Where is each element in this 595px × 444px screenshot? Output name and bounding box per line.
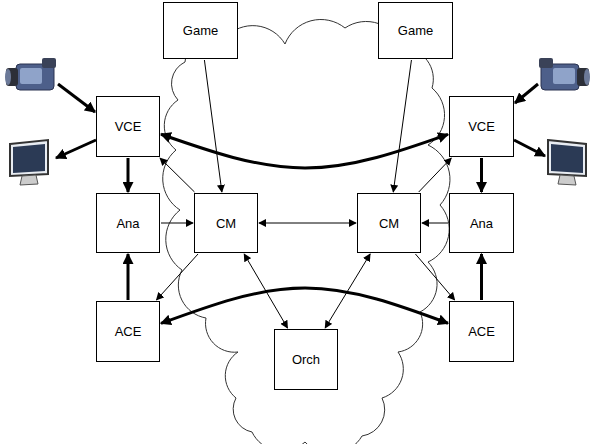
connector-arrow: [259, 223, 356, 224]
node-label: ACE: [468, 324, 495, 339]
node-label: CM: [216, 216, 236, 231]
connector-arrow: [127, 158, 130, 192]
node-label: CM: [379, 216, 399, 231]
camera-icon: [539, 58, 590, 90]
node-label: Orch: [292, 352, 320, 367]
connector-arrow: [156, 254, 198, 300]
node-label: VCE: [468, 119, 495, 134]
monitor-icon: [548, 140, 586, 185]
node-label: Game: [183, 23, 218, 38]
control-manager-box: CM: [194, 193, 258, 253]
connector-arrow: [393, 60, 411, 192]
monitor-icon: [10, 140, 48, 185]
connector-arrow: [161, 288, 448, 323]
connector-arrow: [422, 223, 448, 224]
connector-arrow: [160, 158, 195, 192]
analysis-box: Ana: [96, 193, 160, 253]
video-in-arrow: [515, 84, 538, 103]
node-label: VCE: [115, 119, 142, 134]
node-label: Ana: [116, 216, 139, 231]
game-box: Game: [378, 2, 453, 59]
node-label: Game: [398, 23, 433, 38]
video-in-arrow: [58, 84, 95, 112]
connector-arrow: [480, 158, 483, 192]
analysis-box: Ana: [449, 193, 514, 253]
video-out-arrow: [56, 140, 96, 158]
video-engine-box: VCE: [96, 96, 160, 157]
audio-engine-box: ACE: [449, 301, 514, 362]
video-out-arrow: [514, 140, 545, 156]
connector-arrow: [419, 158, 452, 192]
game-box: Game: [163, 2, 238, 59]
orchestrator-box: Orch: [274, 329, 338, 390]
node-label: ACE: [115, 324, 142, 339]
network-cloud: [163, 19, 450, 444]
connector-arrow: [204, 60, 221, 192]
camera-icon: [5, 58, 56, 90]
video-engine-box: VCE: [449, 96, 514, 157]
connector-arrow: [127, 254, 130, 300]
connector-arrow: [161, 134, 448, 168]
connector-arrow: [480, 254, 483, 300]
connector-arrow: [161, 223, 193, 224]
connector-arrow: [415, 254, 454, 300]
node-label: Ana: [470, 216, 493, 231]
audio-engine-box: ACE: [96, 301, 160, 362]
control-manager-box: CM: [357, 193, 421, 253]
